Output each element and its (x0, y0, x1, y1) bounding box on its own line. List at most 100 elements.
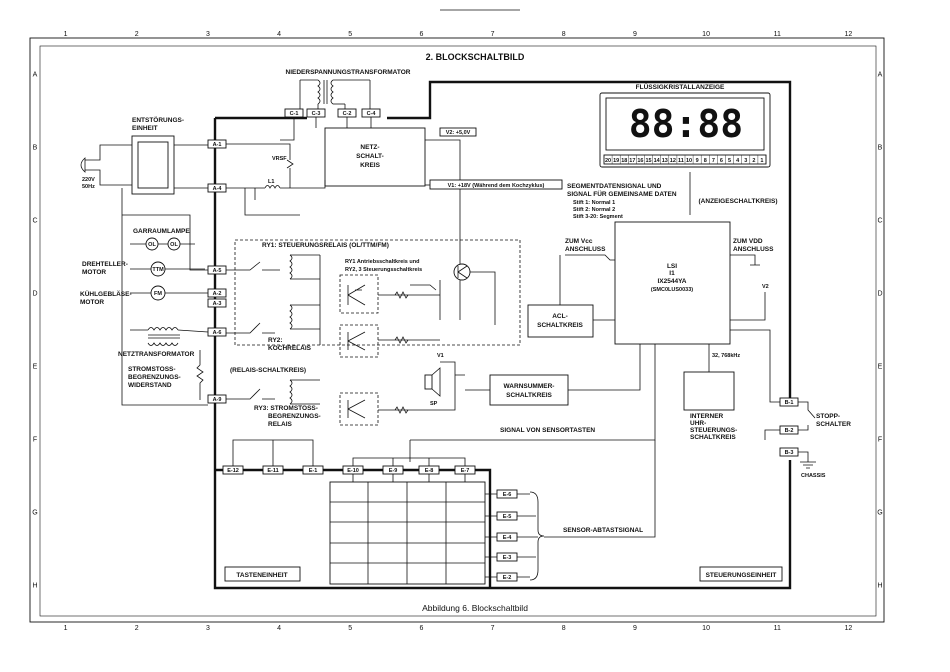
v2-small: V2 (762, 284, 769, 290)
stift-3: Stift 3-20: Segment (573, 214, 623, 220)
grid-col-label: 1 (64, 31, 68, 38)
sensor-tasten-label: SIGNAL VON SENSORTASTEN (500, 427, 595, 434)
grid-row-label: D (877, 291, 882, 298)
lcd-pin-label: 9 (696, 158, 699, 164)
control-unit-border (213, 80, 792, 590)
netztrafo-label: NETZTRANSFORMATOR (118, 351, 195, 358)
grid-row-label: C (32, 218, 37, 225)
lcd-pin-label: 8 (704, 158, 707, 164)
svg-text:E-9: E-9 (389, 468, 398, 474)
connector-a1: A-1 (207, 139, 227, 149)
drehteller-label-2: MOTOR (82, 269, 106, 276)
grid-col-label: 4 (277, 625, 281, 632)
connector-a3: A-3 (207, 298, 227, 308)
ry2-label-1: RY2: (268, 337, 283, 344)
grid-col-label: 12 (845, 31, 853, 38)
grid-col-label: 4 (277, 31, 281, 38)
transformer-low-symbol (299, 79, 371, 110)
lcd-pin-label: 10 (686, 158, 692, 164)
ry3-label-1: RY3: STROMSTOSS- (254, 405, 318, 412)
acl-box (527, 304, 594, 338)
optocoupler-2 (339, 324, 379, 358)
svg-text:A-9: A-9 (213, 397, 222, 403)
connector-a9: A-9 (207, 394, 227, 404)
svg-text:E-5: E-5 (503, 514, 512, 520)
svg-text:TTM: TTM (152, 267, 164, 273)
inductor-l1 (264, 185, 281, 189)
lcd-pin-label: 5 (728, 158, 731, 164)
drehteller-label-1: DREHTELLER- (82, 261, 128, 268)
stift-2: Stift 2: Normal 2 (573, 207, 615, 213)
resistor-r3 (394, 406, 409, 414)
seg-label-1: SEGMENTDATENSIGNAL UND (567, 183, 662, 190)
chassis-ground-icon (800, 461, 816, 469)
connector-e2: E-2 (496, 572, 518, 582)
svg-text:B-3: B-3 (785, 450, 794, 456)
sp-label: SP (430, 401, 438, 407)
uhr-label-3: STEUERUNGS- (690, 427, 737, 434)
svg-text:A-6: A-6 (213, 330, 222, 336)
transistor-main (453, 263, 496, 325)
lcd-pin-label: 14 (654, 158, 661, 164)
grid-col-label: 6 (419, 31, 423, 38)
svg-text:OL: OL (170, 242, 178, 248)
uhr-label-4: SCHALTKREIS (690, 434, 736, 441)
strom-label-1: STROMSTOSS- (128, 366, 176, 373)
garraum-label: GARRAUMLAMPE (133, 228, 190, 235)
grid-row-label: A (33, 72, 38, 79)
grid-row-label: H (32, 583, 37, 590)
oven-lamp-icon: OL OL (130, 237, 195, 251)
mains-label-1: 220V (82, 177, 95, 183)
grid-row-label: C (877, 218, 882, 225)
connector-e10: E-10 (342, 465, 364, 475)
warn-label-1: WARNSUMMER- (504, 383, 555, 390)
kuehl-label-1: KÜHLGEBLÄSE- (80, 289, 132, 298)
tasten-label: TASTENEINHEIT (236, 572, 287, 579)
v1-small: V1 (437, 353, 444, 359)
entstoerung-label-1: ENTSTÖRUNGS- (132, 115, 184, 124)
uhr-label-2: UHR- (690, 420, 706, 427)
netz-label-3: KREIS (360, 162, 381, 169)
lcd-pin-label: 7 (712, 158, 715, 164)
anzeige-label: (ANZEIGESCHALTKREIS) (699, 198, 778, 205)
zum-vcc-2: ANSCHLUSS (565, 246, 606, 253)
uhr-box (683, 371, 735, 411)
grid-col-label: 10 (702, 625, 710, 632)
seg-label-2: SIGNAL FÜR GEMEINSAME DATEN (567, 189, 677, 198)
svg-text:E-8: E-8 (425, 468, 434, 474)
v1-label: V1: +18V (Während dem Kochzyklus) (448, 183, 545, 189)
svg-text:E-7: E-7 (461, 468, 470, 474)
grid-col-label: 8 (562, 31, 566, 38)
netz-label-2: SCHALT- (356, 153, 384, 160)
relay-ry1 (226, 254, 320, 280)
zum-vdd-2: ANSCHLUSS (733, 246, 774, 253)
surge-resistor (196, 350, 204, 400)
lcd-pin-label: 18 (621, 158, 627, 164)
lsi-label-2: IX2544YA (657, 278, 686, 285)
lcd-pin-label: 1 (760, 158, 763, 164)
lcd-pin-label: 20 (605, 158, 611, 164)
v1-box (429, 179, 563, 190)
grid-col-label: 5 (348, 625, 352, 632)
svg-text:E-10: E-10 (347, 468, 359, 474)
speaker-icon (424, 361, 465, 411)
svg-text:A-3: A-3 (213, 301, 222, 307)
optocoupler-3 (339, 392, 379, 426)
svg-text:A-1: A-1 (213, 142, 222, 148)
stopp-label-2: SCHALTER (816, 421, 851, 428)
connector-e4: E-4 (496, 532, 518, 542)
lcd-pin-label: 15 (645, 158, 651, 164)
grid-col-label: 5 (348, 31, 352, 38)
svg-text:E-1: E-1 (309, 468, 318, 474)
connector-e6: E-6 (496, 489, 518, 499)
svg-text:FM: FM (154, 291, 162, 297)
diagram-caption: Abbildung 6. Blockschaltbild (422, 603, 528, 613)
connector-a6: A-6 (207, 327, 227, 337)
ry3-label-3: RELAIS (268, 421, 293, 428)
optocoupler-1 (339, 274, 379, 314)
grid-col-label: 7 (491, 31, 495, 38)
warnsummer-box (489, 374, 569, 406)
grid-col-label: 10 (702, 31, 710, 38)
